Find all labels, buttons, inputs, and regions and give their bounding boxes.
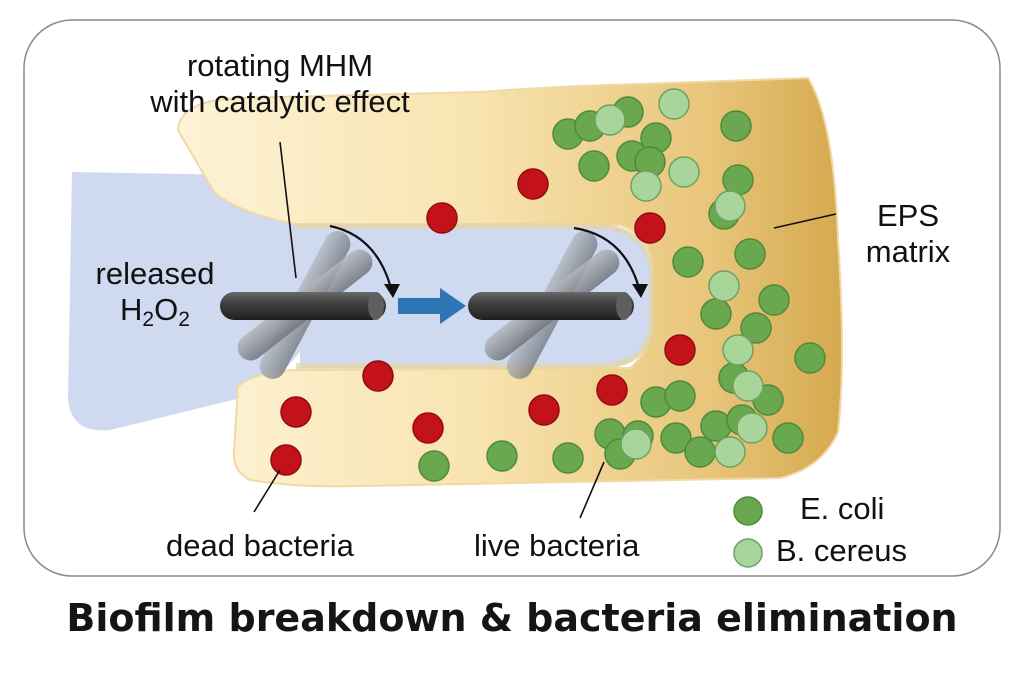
- ecoli-bacterium: [684, 436, 716, 468]
- ecoli-bacterium: [578, 150, 610, 182]
- label-released-h2o2: released H2O2: [60, 256, 250, 331]
- legend-bcereus-marker: [733, 538, 763, 568]
- figure-caption: Biofilm breakdown & bacteria elimination: [66, 596, 958, 640]
- legend-bcereus-label: B. cereus: [776, 533, 907, 568]
- mhm-rod-end: [616, 292, 632, 320]
- dead-bacterium: [517, 168, 549, 200]
- ecoli-bacterium: [552, 442, 584, 474]
- label-released: released: [95, 256, 215, 291]
- leader-line-eps: [773, 213, 837, 229]
- bcereus-bacterium: [714, 190, 746, 222]
- channel-edge: [296, 223, 655, 369]
- ecoli-bacterium: [700, 410, 732, 442]
- dead-bacterium: [426, 202, 458, 234]
- label-eps-line2: matrix: [865, 233, 951, 269]
- label-live-bacteria: live bacteria: [474, 528, 640, 563]
- label-rotating-line1: rotating MHM: [186, 48, 374, 83]
- leader-line-dead: [253, 469, 281, 513]
- dead-bacterium: [634, 212, 666, 244]
- bcereus-bacterium: [594, 104, 626, 136]
- bcereus-bacterium: [736, 412, 768, 444]
- bcereus-bacterium: [620, 428, 652, 460]
- label-eps-matrix: EPS matrix: [838, 198, 978, 269]
- bcereus-bacterium: [714, 436, 746, 468]
- dead-bacterium: [270, 444, 302, 476]
- label-eps-line1: EPS: [876, 198, 940, 233]
- dead-bacterium: [664, 334, 696, 366]
- ecoli-bacterium: [758, 284, 790, 316]
- dead-bacterium: [362, 360, 394, 392]
- dead-bacterium: [412, 412, 444, 444]
- mhm-rod: [468, 292, 634, 320]
- ecoli-bacterium: [772, 422, 804, 454]
- leader-line-live: [579, 461, 605, 519]
- h2o2-o: O: [154, 291, 179, 327]
- motion-arrow: [398, 288, 466, 324]
- h2o2-sub-b: 2: [178, 307, 190, 331]
- rotation-arrow-left: [329, 224, 394, 293]
- legend-ecoli-label: E. coli: [800, 491, 885, 526]
- h2o2-sub-a: 2: [142, 307, 155, 331]
- ecoli-bacterium: [418, 450, 450, 482]
- bcereus-bacterium: [732, 370, 764, 402]
- ecoli-bacterium: [486, 440, 518, 472]
- rotation-arrow-right: [573, 226, 642, 293]
- bcereus-bacterium: [722, 334, 754, 366]
- ecoli-bacterium: [794, 342, 826, 374]
- bcereus-bacterium: [658, 88, 690, 120]
- mhm-rod-end: [368, 292, 384, 320]
- h2o2-region: [68, 172, 300, 431]
- label-h2o2: H2O2: [60, 291, 250, 331]
- dead-bacterium: [280, 396, 312, 428]
- ecoli-bacterium: [700, 298, 732, 330]
- ecoli-bacterium: [672, 246, 704, 278]
- bcereus-bacterium: [708, 270, 740, 302]
- ecoli-bacterium: [660, 422, 692, 454]
- ecoli-bacterium: [720, 110, 752, 142]
- h2o2-h: H: [120, 291, 143, 327]
- ecoli-bacterium: [734, 238, 766, 270]
- bcereus-bacterium: [630, 170, 662, 202]
- leader-line-mhm: [279, 141, 297, 279]
- ecoli-bacterium: [664, 380, 696, 412]
- legend-ecoli-marker: [733, 496, 763, 526]
- label-rotating-mhm: rotating MHM with catalytic effect: [140, 48, 420, 119]
- mhm-rod: [220, 292, 386, 320]
- rotation-arrowhead-left: [384, 284, 400, 298]
- mhm-right: [468, 226, 648, 379]
- dead-bacteria-group: [270, 168, 696, 476]
- rotation-arrowhead-right: [632, 284, 648, 298]
- dead-bacterium: [596, 374, 628, 406]
- live-bacteria-group: [418, 88, 826, 482]
- mhm-left: [220, 224, 400, 379]
- bcereus-bacterium: [668, 156, 700, 188]
- ecoli-bacterium: [740, 312, 772, 344]
- label-rotating-line2: with catalytic effect: [150, 83, 410, 119]
- label-dead-bacteria: dead bacteria: [166, 528, 354, 563]
- dead-bacterium: [528, 394, 560, 426]
